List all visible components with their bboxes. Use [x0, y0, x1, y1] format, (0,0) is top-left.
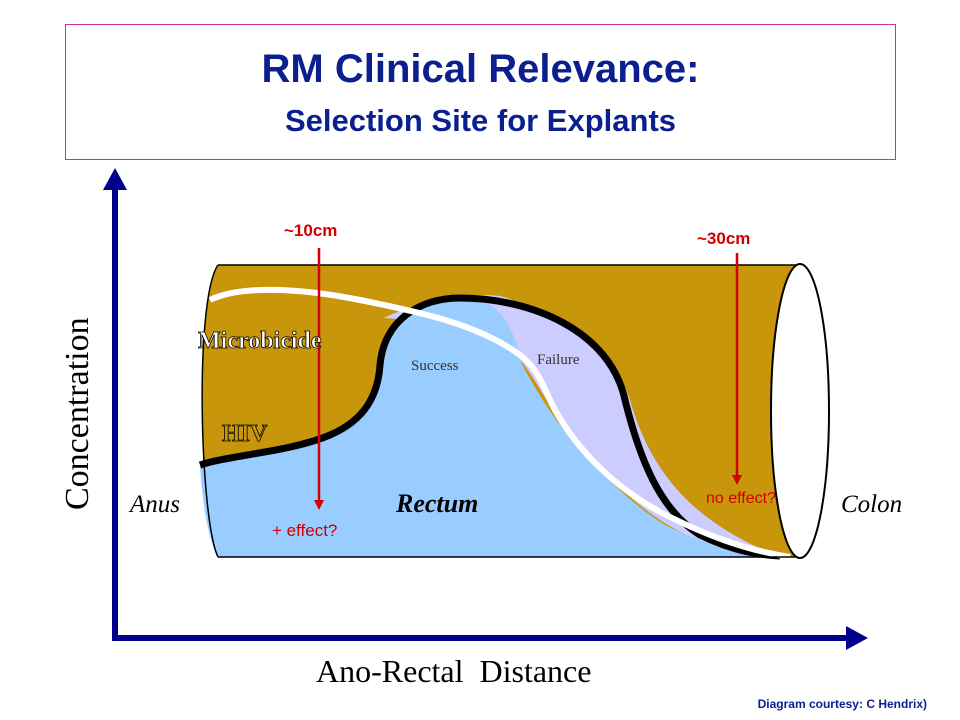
x-axis-label: Ano-Rectal Distance: [316, 653, 591, 689]
marker-far-effect: no effect?: [706, 490, 776, 507]
slide-title: RM Clinical Relevance:: [261, 47, 700, 91]
failure-region: [384, 294, 775, 555]
rectum-region: [200, 297, 775, 557]
marker-near-distance: ~10cm: [284, 221, 337, 240]
y-axis-arrowhead: [103, 168, 127, 190]
failure-label: Failure: [537, 352, 580, 368]
tube-left-edge: [201, 264, 219, 558]
microbicide-curve: [208, 286, 791, 560]
y-axis-label: Concentration: [59, 317, 96, 510]
colon-label: Colon: [841, 491, 902, 518]
tube-right-end: [770, 263, 830, 559]
success-label: Success: [411, 358, 459, 374]
anus-label: Anus: [128, 491, 180, 518]
marker-near-effect: + effect?: [272, 521, 337, 540]
microbicide-label: Microbicide: [198, 328, 322, 354]
x-axis-arrowhead: [846, 626, 868, 650]
diagram-credit: Diagram courtesy: C Hendrix): [757, 697, 927, 711]
hiv-label: HIV: [222, 421, 268, 447]
marker-far-distance: ~30cm: [697, 229, 750, 248]
title-box: RM Clinical Relevance: Selection Site fo…: [65, 24, 896, 160]
rectum-label: Rectum: [395, 489, 478, 518]
slide-subtitle: Selection Site for Explants: [284, 103, 677, 138]
